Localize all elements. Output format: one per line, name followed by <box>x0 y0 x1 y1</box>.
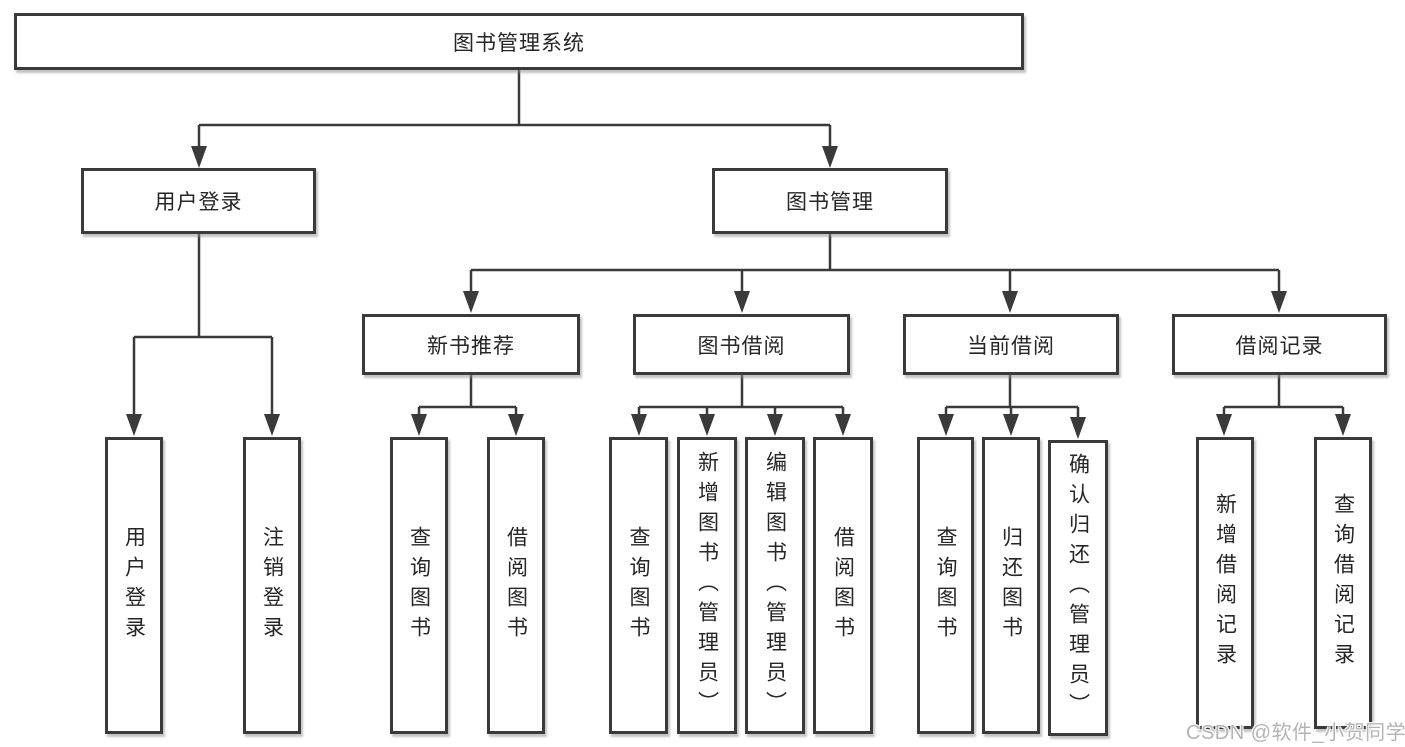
leaf-query-borrow-record: 查询借阅记录 <box>1314 437 1372 729</box>
leaf-edit-book-admin: 编辑图书（管理员） <box>745 437 805 734</box>
node-book-borrow: 图书借阅 <box>633 314 850 375</box>
node-current-borrow: 当前借阅 <box>903 314 1119 375</box>
leaf-user-login: 用户登录 <box>105 437 163 734</box>
csdn-watermark: CSDN @软件_小贺同学 <box>1186 722 1405 744</box>
connector-strokes <box>132 70 1345 418</box>
node-root-system: 图书管理系统 <box>14 13 1024 70</box>
leaf-recommend-borrow-books: 借阅图书 <box>487 437 545 734</box>
leaf-confirm-return-admin: 确认归还（管理员） <box>1048 440 1108 736</box>
leaf-return-book: 归还图书 <box>982 437 1040 734</box>
leaf-logout: 注销登录 <box>243 437 301 734</box>
leaf-current-query-books: 查询图书 <box>917 437 974 734</box>
leaf-add-book-admin: 新增图书（管理员） <box>677 437 737 734</box>
arrowheads <box>126 146 1351 439</box>
node-user-login: 用户登录 <box>81 168 316 234</box>
node-book-management: 图书管理 <box>712 168 948 234</box>
node-borrow-records: 借阅记录 <box>1172 314 1387 375</box>
node-new-book-recommend: 新书推荐 <box>362 314 580 375</box>
leaf-add-borrow-record: 新增借阅记录 <box>1196 437 1254 729</box>
leaf-recommend-query-books: 查询图书 <box>390 437 448 734</box>
leaf-borrow-book: 借阅图书 <box>813 437 873 734</box>
leaf-borrow-query-books: 查询图书 <box>609 437 668 734</box>
